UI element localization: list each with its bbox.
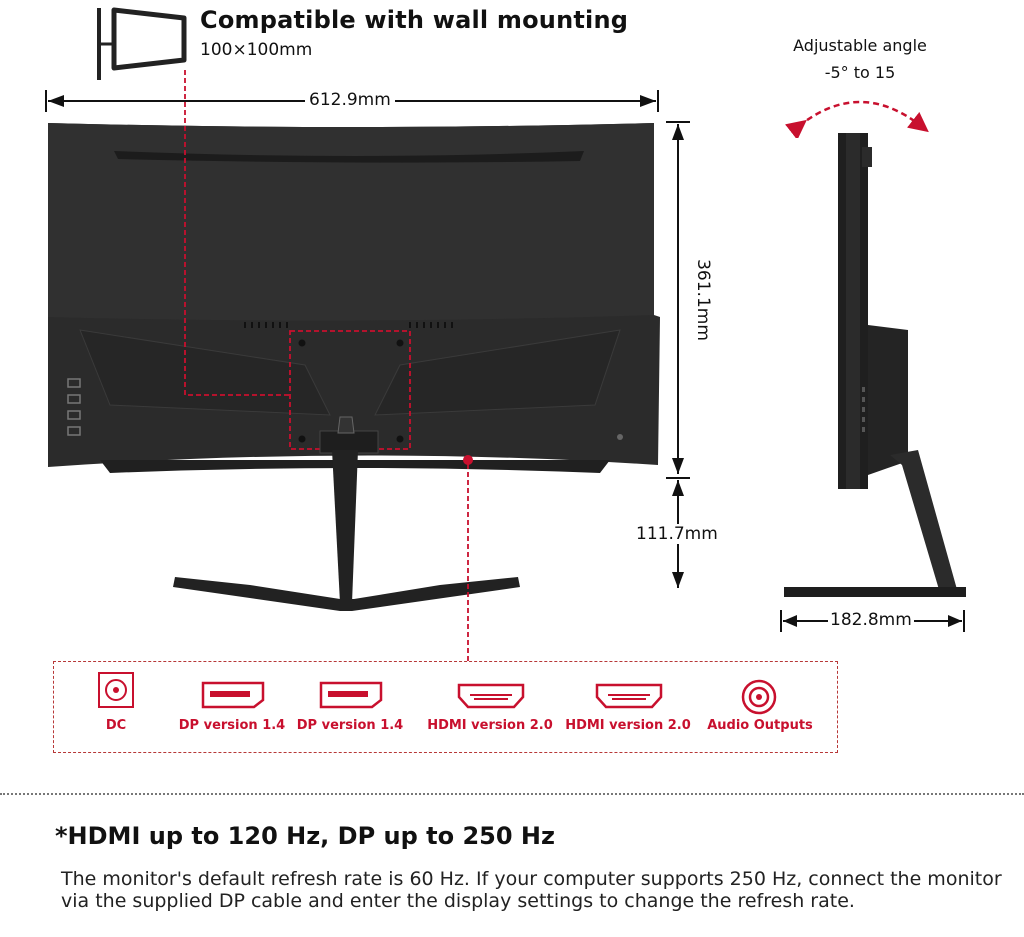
angle-range: -5° to 15 xyxy=(824,63,896,82)
port-label-audio: Audio Outputs xyxy=(707,718,813,733)
depth-value: 182.8mm xyxy=(828,610,914,630)
monitor-side-view xyxy=(784,133,966,597)
height-dimension-line xyxy=(666,121,690,588)
angle-label: Adjustable angle xyxy=(793,36,927,55)
section-divider xyxy=(0,793,1024,795)
height-value: 361.1mm xyxy=(692,255,713,345)
ports-callout-line xyxy=(463,455,473,662)
displayport-icon xyxy=(201,681,265,709)
vesa-size: 100×100mm xyxy=(200,40,313,60)
ports-panel xyxy=(53,661,838,753)
refresh-rate-title: *HDMI up to 120 Hz, DP up to 250 Hz xyxy=(55,822,555,850)
monitor-rear-view xyxy=(48,123,660,611)
port-label-hdmi-1: HDMI version 2.0 xyxy=(427,718,553,733)
hdmi-icon xyxy=(595,683,663,709)
displayport-icon xyxy=(319,681,383,709)
audio-jack-icon xyxy=(741,679,777,715)
port-label-hdmi-2: HDMI version 2.0 xyxy=(565,718,691,733)
wall-mount-title: Compatible with wall mounting xyxy=(200,6,629,34)
vesa-callout-line xyxy=(184,70,290,396)
stand-height-value: 111.7mm xyxy=(636,524,718,544)
dc-power-icon xyxy=(98,672,134,708)
refresh-rate-description: The monitor's default refresh rate is 60… xyxy=(61,868,1002,912)
hdmi-icon xyxy=(457,683,525,709)
port-label-dp-1: DP version 1.4 xyxy=(178,718,286,733)
width-value: 612.9mm xyxy=(305,90,395,110)
port-label-dc: DC xyxy=(105,718,127,733)
wall-mount-icon xyxy=(97,7,187,80)
port-label-dp-2: DP version 1.4 xyxy=(296,718,404,733)
